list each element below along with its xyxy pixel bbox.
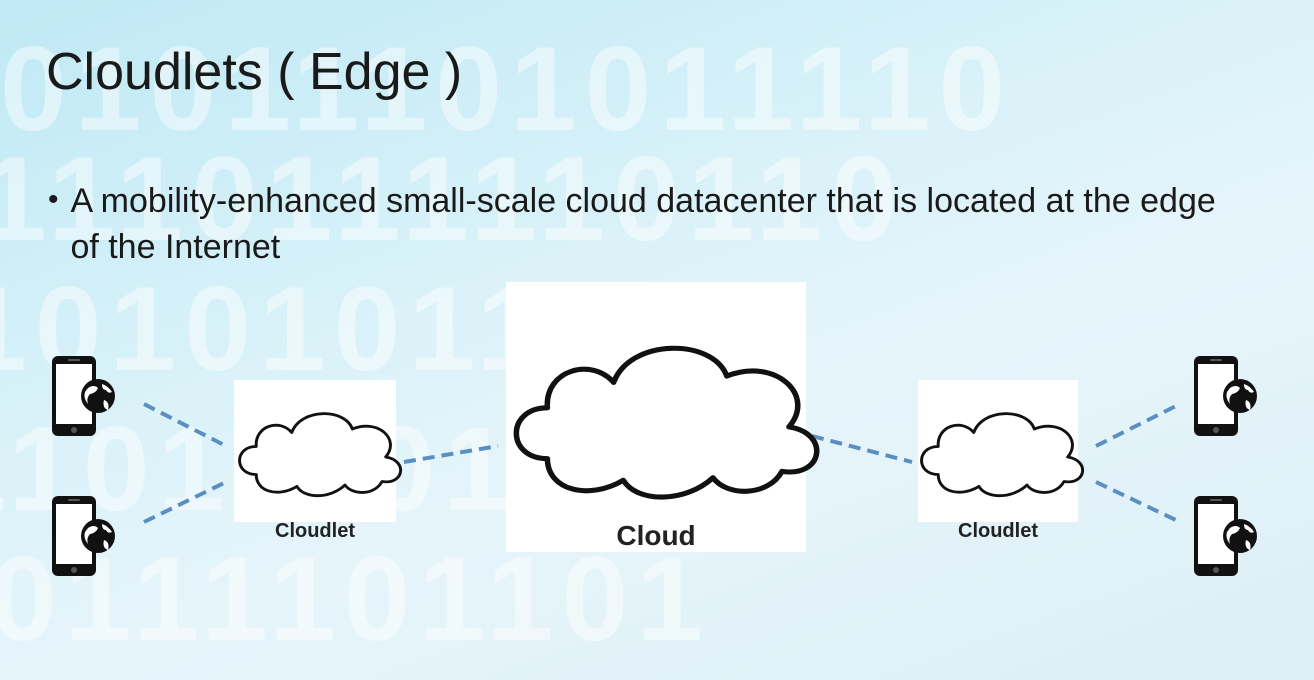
link-phone-tl-to-cloudlet-left <box>143 402 227 448</box>
links <box>143 402 1181 524</box>
slide-title: Cloudlets ( Edge ) <box>46 43 463 101</box>
cloudlet-right-icon <box>920 412 1085 498</box>
smartphone-globe-icon <box>52 356 115 436</box>
link-phone-bl-to-cloudlet-left <box>143 480 227 524</box>
bullet-text: A mobility-enhanced small-scale cloud da… <box>70 182 1216 266</box>
smartphone-globe-icon <box>1194 356 1257 436</box>
bullet-item: • A mobility-enhanced small-scale cloud … <box>48 178 1248 270</box>
link-cloudlet-right-to-phone-br <box>1095 480 1181 524</box>
link-cloudlet-right-to-phone-tr <box>1095 402 1181 448</box>
cloudlet-left-label: Cloudlet <box>275 520 355 542</box>
link-cloud-to-cloudlet-right <box>811 434 913 464</box>
cloud-label: Cloud <box>616 520 696 551</box>
cloud-icon <box>516 348 816 497</box>
cloudlet-left-icon <box>238 412 403 498</box>
smartphone-globe-icon <box>1194 496 1257 576</box>
link-cloudlet-left-to-cloud <box>403 444 499 464</box>
smartphone-globe-icon <box>52 496 115 576</box>
bullet-dot: • <box>48 183 59 216</box>
cloudlet-right-label: Cloudlet <box>958 520 1038 542</box>
